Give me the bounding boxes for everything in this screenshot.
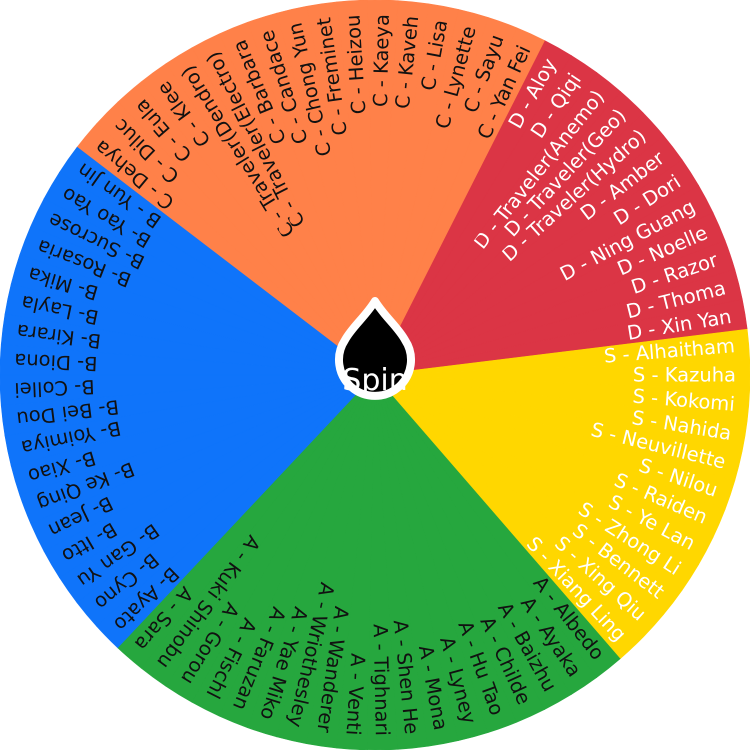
segment-label: C - Kaeya (369, 14, 394, 107)
spin-label: Spin (342, 363, 407, 398)
segment-label: B- Collei (14, 375, 95, 401)
segment-label: B- Diona (14, 349, 98, 375)
segment-label: A - Venti (341, 653, 369, 736)
spin-button[interactable]: Spin (335, 297, 415, 400)
segment-label: S - Kazuha (633, 364, 736, 387)
segment-label: A - Tighnari (369, 624, 394, 736)
pointer-icon (335, 297, 415, 400)
